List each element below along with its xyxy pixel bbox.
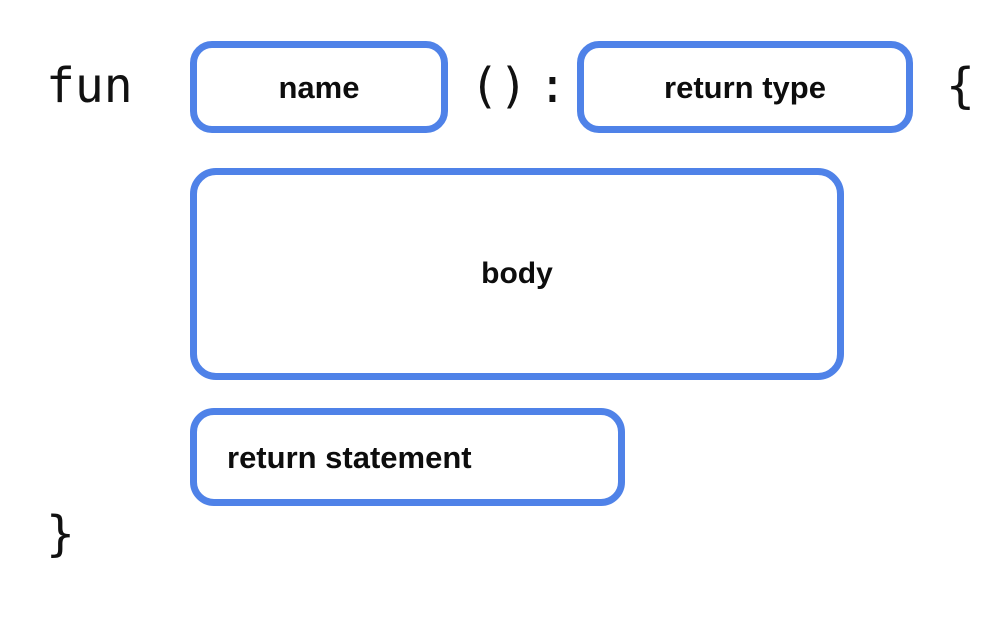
placeholder-label-body: body — [481, 257, 553, 290]
placeholder-box-name[interactable]: name — [190, 41, 448, 133]
keyword-fun-token: fun — [46, 58, 133, 114]
placeholder-box-return-statement[interactable]: return statement — [190, 408, 625, 506]
placeholder-box-body[interactable]: body — [190, 168, 844, 380]
open-brace-token: { — [946, 58, 975, 114]
close-brace-token: } — [46, 506, 75, 562]
placeholder-label-name: name — [278, 69, 360, 105]
placeholder-label-return-statement: return statement — [227, 439, 472, 475]
placeholder-label-return-type: return type — [664, 69, 826, 105]
placeholder-box-return-type[interactable]: return type — [577, 41, 913, 133]
colon-token: : — [538, 58, 567, 114]
parentheses-token: () — [470, 58, 528, 114]
